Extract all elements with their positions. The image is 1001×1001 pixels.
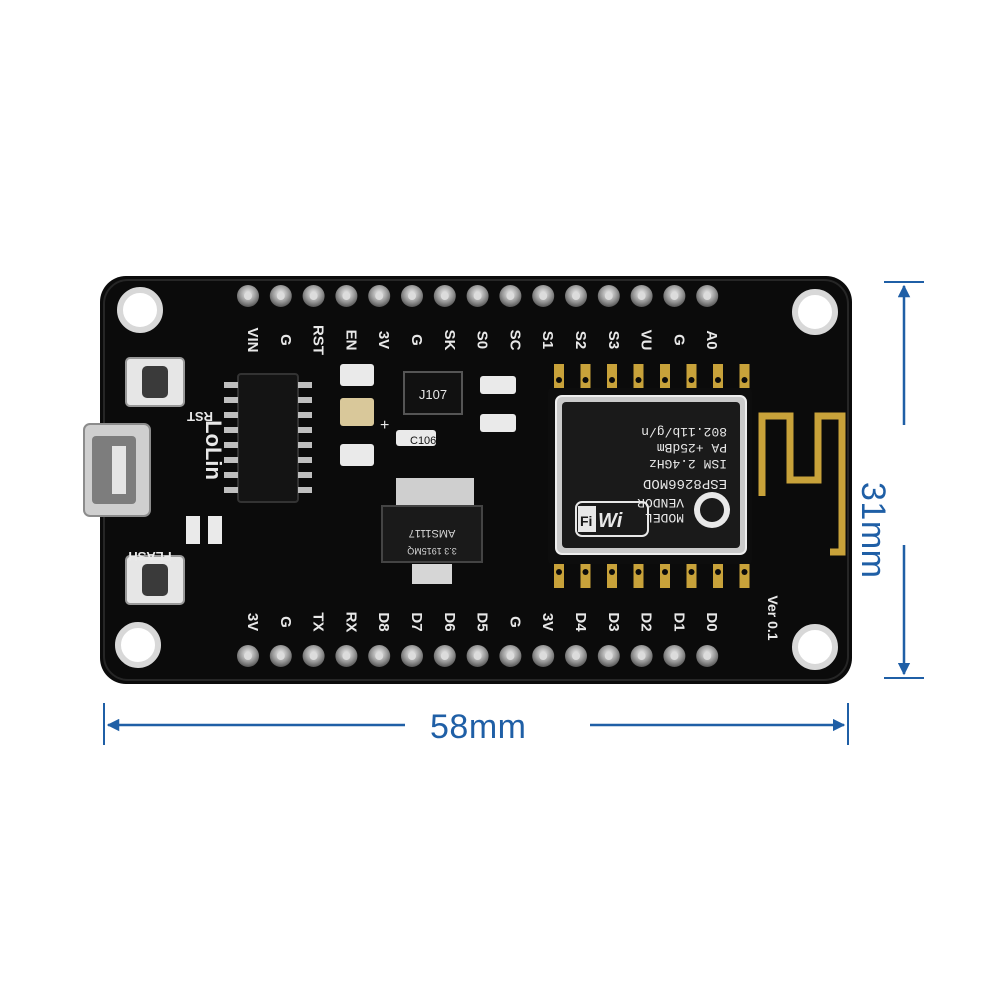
voltage-regulator: AMS1117 3.3 1915MQ (381, 478, 483, 584)
module-pa: PA +25dBm (657, 440, 727, 455)
bottom-header: 3V G TX RX D8 D7 D6 D5 G 3V D4 D3 D2 D1 D0 (237, 612, 720, 667)
top-pin-label: SK (441, 330, 458, 351)
top-pin-label: A0 (703, 330, 720, 349)
bottom-pin-label: D7 (408, 612, 425, 631)
module-model: MODEL (645, 510, 684, 525)
height-dimension-label: 31mm (854, 482, 892, 579)
top-pin-label: S2 (572, 331, 589, 349)
j107-component: J107 (403, 371, 463, 415)
width-dimension-label: 58mm (430, 708, 527, 746)
micro-usb-connector (83, 423, 151, 517)
regulator-label: AMS1117 (409, 527, 456, 539)
top-pin-label: VU (638, 330, 655, 351)
flash-silk: FLASH (128, 549, 171, 564)
top-header: VIN G RST EN 3V G SK S0 SC S1 S2 S3 VU G A0 (237, 285, 720, 355)
dimension-height (884, 281, 924, 679)
svg-text:Wi: Wi (598, 510, 623, 532)
bottom-pin-label: RX (342, 612, 359, 633)
bottom-pin-label: D6 (441, 612, 458, 631)
regulator-sub: 3.3 1915MQ (407, 546, 457, 556)
bottom-pin-label: TX (310, 612, 327, 631)
bottom-pin-label: D2 (638, 612, 655, 631)
pcb-antenna (758, 412, 846, 556)
c106-label: C106 (410, 435, 436, 447)
module-pads (554, 364, 750, 388)
bottom-pin-label: D5 (474, 612, 491, 631)
mount-holes (115, 287, 838, 670)
bottom-pin-label: D4 (572, 612, 589, 632)
dimension-width (103, 703, 849, 745)
svg-text:Fi: Fi (580, 513, 592, 529)
bottom-pin-label: 3V (244, 613, 261, 631)
module-standard: 802.11b/g/n (641, 424, 727, 439)
top-pin-label: RST (310, 325, 327, 355)
nodemcu-board: J107 C106 + AMS1117 3.3 1915MQ (83, 276, 852, 684)
bottom-pin-label: D1 (670, 612, 687, 631)
flash-button (125, 555, 185, 605)
top-pin-label: G (670, 334, 687, 346)
rst-button (125, 357, 185, 407)
brand-silk: LoLin (201, 420, 226, 480)
top-pin-label: VIN (244, 327, 261, 352)
bottom-pin-label: D8 (375, 612, 392, 631)
rst-silk: RST (187, 409, 213, 424)
smd-part (480, 414, 516, 432)
top-pin-label: SC (506, 330, 523, 351)
smd-part (340, 444, 374, 466)
version-silk: Ver 0.1 (765, 595, 781, 640)
top-pin-label: S3 (605, 331, 622, 349)
bottom-pin-label: 3V (539, 613, 556, 631)
led (208, 516, 222, 544)
module-pads (554, 564, 750, 588)
top-pin-label: S0 (474, 331, 491, 349)
top-pin-label: 3V (375, 331, 392, 349)
usb-serial-chip (224, 373, 312, 503)
crystal (340, 398, 374, 426)
smd-part (340, 364, 374, 386)
bottom-pin-label: G (277, 616, 294, 628)
led (186, 516, 200, 544)
top-pin-label: EN (342, 330, 359, 351)
c106-part (396, 430, 436, 446)
esp8266-module: MODEL VENDOR ESP8266MOD ISM 2.4GHz PA +2… (548, 364, 752, 588)
module-ism: ISM 2.4GHz (649, 456, 727, 471)
wifi-logo: Wi Fi (575, 492, 730, 537)
top-pin-label: G (277, 334, 294, 346)
bottom-pin-label: D3 (605, 612, 622, 631)
bottom-pin-label: D0 (703, 612, 720, 631)
j107-label: J107 (419, 387, 447, 402)
top-pin-label: S1 (539, 331, 556, 349)
module-name: ESP8266MOD (643, 475, 727, 491)
bottom-pin-label: G (506, 616, 523, 628)
top-pin-label: G (408, 334, 425, 346)
plus-mark: + (380, 417, 389, 434)
smd-part (480, 376, 516, 394)
